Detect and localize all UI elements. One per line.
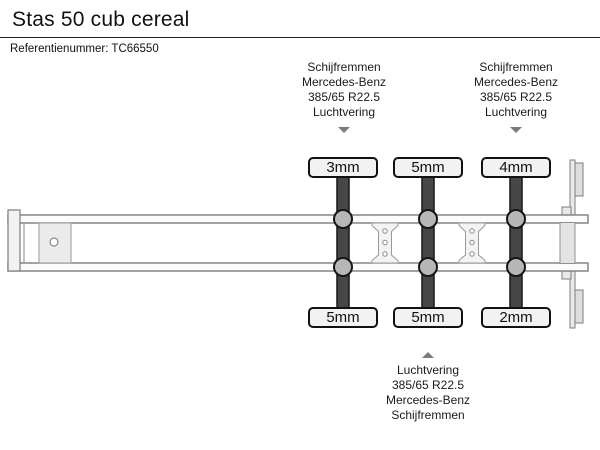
axle-bar-1 (336, 171, 350, 313)
annotation-line: Schijfremmen (391, 408, 465, 422)
title-divider (0, 37, 600, 38)
axle2-bottom-measurement: 5mm (393, 307, 463, 328)
wheel-hub (506, 209, 526, 229)
axle1-bottom-measurement: 5mm (308, 307, 378, 328)
arrow-up-icon (422, 352, 434, 358)
annotation-axle2-specs: Luchtvering 385/65 R22.5 Mercedes-Benz S… (348, 363, 508, 423)
chassis-rail-bottom (7, 262, 589, 272)
wheel-hub (418, 257, 438, 277)
wheel-hub (506, 257, 526, 277)
axle2-top-measurement: 5mm (393, 157, 463, 178)
axle3-top-measurement: 4mm (481, 157, 551, 178)
annotation-line: 385/65 R22.5 (391, 378, 465, 392)
gusset-hole (382, 228, 388, 234)
annotation-line: Mercedes-Benz (385, 393, 471, 407)
front-end-group (7, 209, 72, 272)
kingpin (49, 237, 59, 247)
axle-bar-2 (421, 171, 435, 313)
chassis-rail-top (7, 214, 589, 224)
arrow-down-icon (338, 127, 350, 133)
annotation-line: 385/65 R22.5 (479, 90, 553, 104)
rear-crossmember-block (559, 222, 576, 264)
annotation-line: Luchtvering (312, 105, 376, 119)
annotation-line: Luchtvering (396, 363, 460, 377)
reference-number: Referentienummer: TC66550 (10, 43, 159, 55)
wheel-hub (418, 209, 438, 229)
gusset-hole (469, 239, 475, 246)
arrow-down-icon (510, 127, 522, 133)
annotation-line: 385/65 R22.5 (307, 90, 381, 104)
kingpin-plate (38, 222, 72, 264)
annotation-line: Luchtvering (484, 105, 548, 119)
annotation-axle1-specs: Schijfremmen Mercedes-Benz 385/65 R22.5 … (264, 60, 424, 120)
axle3-bottom-measurement: 2mm (481, 307, 551, 328)
annotation-axle3-specs: Schijfremmen Mercedes-Benz 385/65 R22.5 … (436, 60, 596, 120)
crossmember-gusset (371, 222, 399, 264)
gusset-hole (469, 228, 475, 234)
crossmember-gusset (458, 222, 486, 264)
annotation-line: Schijfremmen (479, 60, 553, 74)
wheel-hub (333, 257, 353, 277)
wheel-hub (333, 209, 353, 229)
front-crossmember (7, 209, 21, 272)
annotation-line: Mercedes-Benz (301, 75, 387, 89)
annotation-line: Schijfremmen (307, 60, 381, 74)
page-title: Stas 50 cub cereal (12, 8, 190, 31)
gusset-hole (382, 239, 388, 246)
axle-bar-3 (509, 171, 523, 313)
gusset-hole (469, 251, 475, 257)
rear-light-bottom (574, 289, 584, 324)
annotation-line: Mercedes-Benz (473, 75, 559, 89)
axle1-top-measurement: 3mm (308, 157, 378, 178)
rear-light-top (574, 162, 584, 197)
gusset-hole (382, 251, 388, 257)
